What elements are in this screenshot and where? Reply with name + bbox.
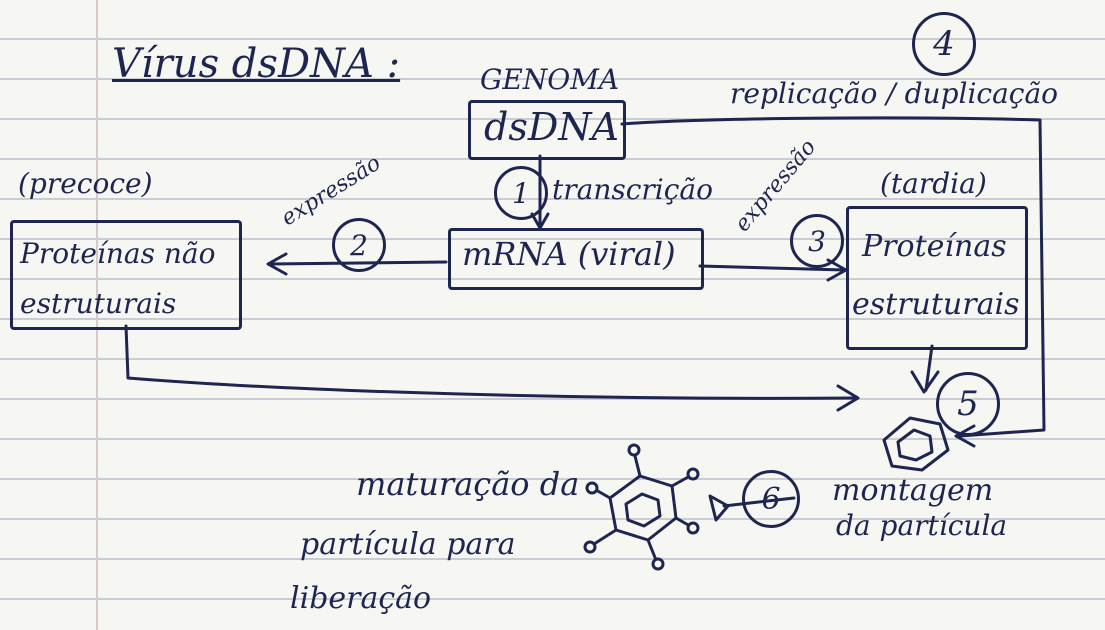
maturation-arrowhead bbox=[710, 496, 728, 520]
early-expression-arrow bbox=[270, 262, 446, 264]
late-expression-arrow bbox=[700, 266, 844, 270]
matured-particle-core bbox=[626, 494, 660, 526]
assembled-particle-icon bbox=[884, 418, 948, 470]
early-to-assembly-connector bbox=[126, 326, 856, 398]
matured-particle-icon bbox=[610, 476, 676, 540]
assembled-particle-core bbox=[898, 430, 932, 460]
maturation-arrow bbox=[724, 498, 794, 506]
fiber-tips bbox=[585, 445, 698, 569]
late-to-assembly-arrowhead bbox=[912, 372, 938, 392]
